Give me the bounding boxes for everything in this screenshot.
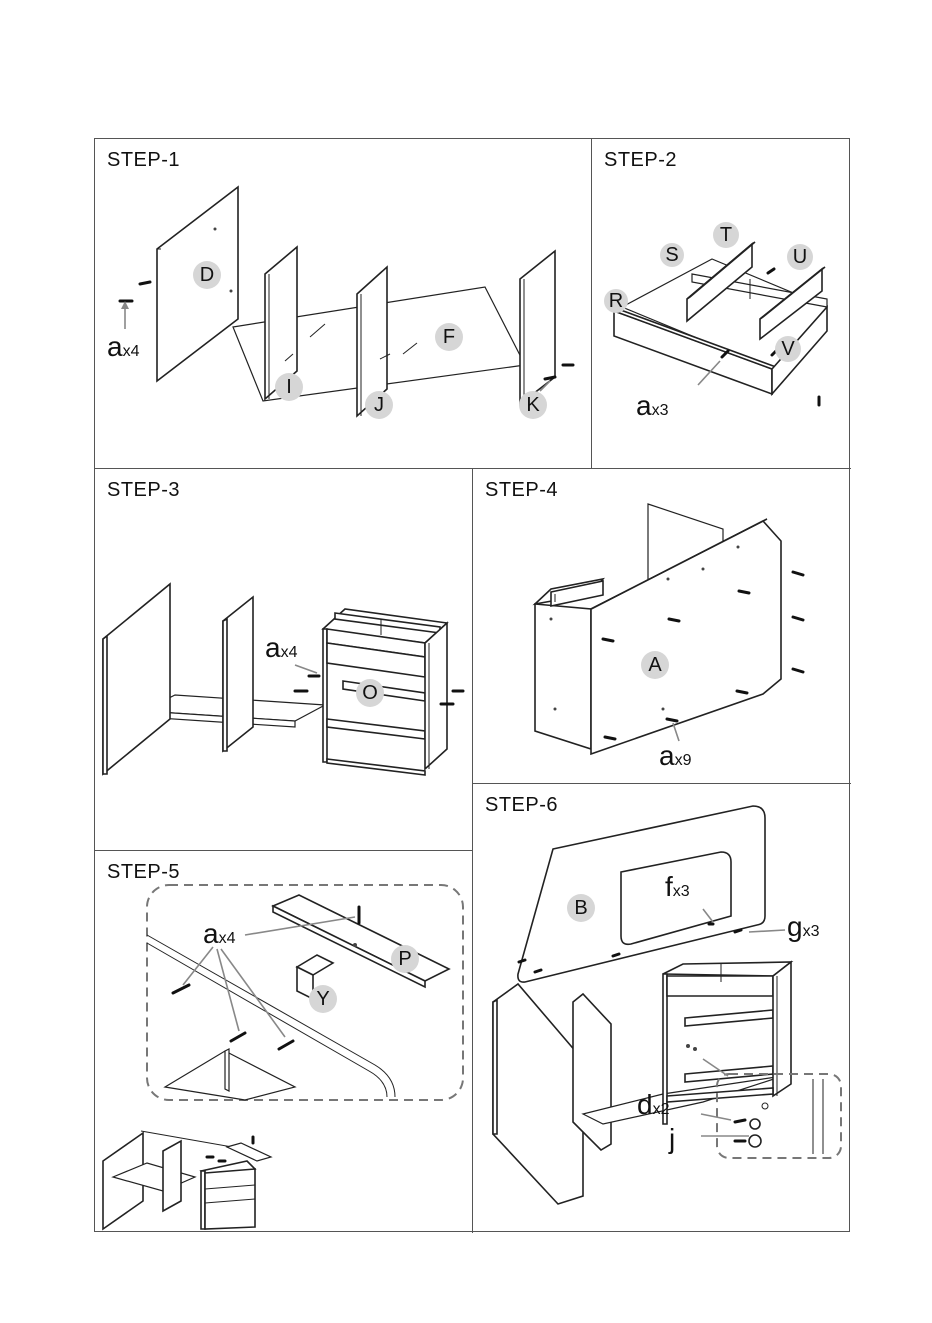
step-4-panel: STEP-4 A	[473, 469, 851, 784]
hardware-callout-j: j	[668, 1123, 675, 1154]
label-s: S	[665, 244, 678, 266]
bolt-icon	[735, 1120, 745, 1122]
bolt-icon	[605, 737, 615, 739]
label-a: A	[648, 654, 662, 676]
bolt-icon	[768, 269, 774, 273]
hardware-callout-g: gx3	[787, 911, 820, 942]
label-badge-v: V	[775, 336, 801, 362]
bolt-icon	[535, 970, 541, 972]
cabinet-right-side	[425, 623, 447, 769]
label-badge-p: P	[391, 945, 419, 973]
step-5-drawing: P Y ax4	[95, 851, 473, 1233]
bolt-icon	[140, 282, 150, 284]
bolt-icon	[613, 954, 619, 956]
label-badge-b: B	[567, 894, 595, 922]
label-k: K	[526, 394, 540, 416]
instruction-sheet: STEP-1	[94, 138, 850, 1232]
bolt-icon	[739, 591, 749, 593]
bolt-icon	[667, 719, 677, 721]
step-2-panel: STEP-2 S T	[592, 139, 851, 469]
label-badge-k: K	[519, 391, 547, 419]
step-1-panel: STEP-1	[95, 139, 592, 469]
label-r: R	[609, 290, 623, 312]
bolt-icon	[231, 1033, 245, 1041]
label-badge-t: T	[713, 222, 739, 248]
bolt-icon	[793, 572, 803, 575]
label-badge-o: O	[356, 679, 384, 707]
label-d: D	[200, 264, 214, 286]
step-1-drawing: D F I J K ax4	[95, 139, 592, 469]
bolt-icon	[737, 691, 747, 693]
hardware-callout-a: ax3	[636, 390, 669, 421]
step-6-panel: STEP-6	[473, 784, 851, 1233]
label-badge-a: A	[641, 651, 669, 679]
label-y: Y	[316, 988, 329, 1010]
part-divider	[573, 994, 611, 1150]
bolt-icon	[669, 619, 679, 621]
step-4-drawing: A ax9	[473, 469, 851, 784]
label-b: B	[574, 897, 587, 919]
part-cabinet	[663, 962, 791, 976]
part-left-side	[493, 984, 583, 1204]
bolt-icon	[735, 930, 741, 932]
label-v: V	[781, 338, 795, 360]
bolt-icon	[793, 669, 803, 672]
label-badge-i: I	[275, 373, 303, 401]
bolt-icon	[793, 617, 803, 620]
step-3-panel: STEP-3	[95, 469, 473, 851]
bolt-icon	[173, 985, 189, 993]
bolt-icon	[519, 960, 525, 962]
label-badge-j: J	[365, 391, 393, 419]
label-badge-y: Y	[309, 985, 337, 1013]
label-badge-s: S	[660, 243, 684, 267]
hardware-callout-a: ax9	[659, 740, 692, 771]
hardware-callout-a: ax4	[203, 918, 236, 949]
part-left-panel	[103, 584, 170, 774]
label-j: J	[374, 394, 384, 416]
label-badge-r: R	[604, 289, 628, 313]
step-3-drawing: O ax4	[95, 469, 473, 851]
label-i: I	[286, 376, 292, 398]
label-f: F	[443, 326, 455, 348]
label-p: P	[398, 948, 411, 970]
hardware-callout-a: ax4	[265, 632, 298, 663]
label-t: T	[720, 224, 732, 246]
label-o: O	[362, 682, 378, 704]
step-6-drawing: B fx3 gx3 dx2 j	[473, 784, 851, 1233]
bolt-icon	[279, 1041, 293, 1049]
step-5-panel: STEP-5 P Y	[95, 851, 473, 1233]
bolt-icon	[603, 639, 613, 641]
label-u: U	[793, 246, 807, 268]
label-badge-u: U	[787, 244, 813, 270]
hardware-callout-a: ax4	[107, 331, 140, 362]
step-2-drawing: S T U R V ax3	[592, 139, 851, 469]
label-badge-d: D	[193, 261, 221, 289]
bolt-icon	[545, 377, 555, 379]
label-badge-f: F	[435, 323, 463, 351]
